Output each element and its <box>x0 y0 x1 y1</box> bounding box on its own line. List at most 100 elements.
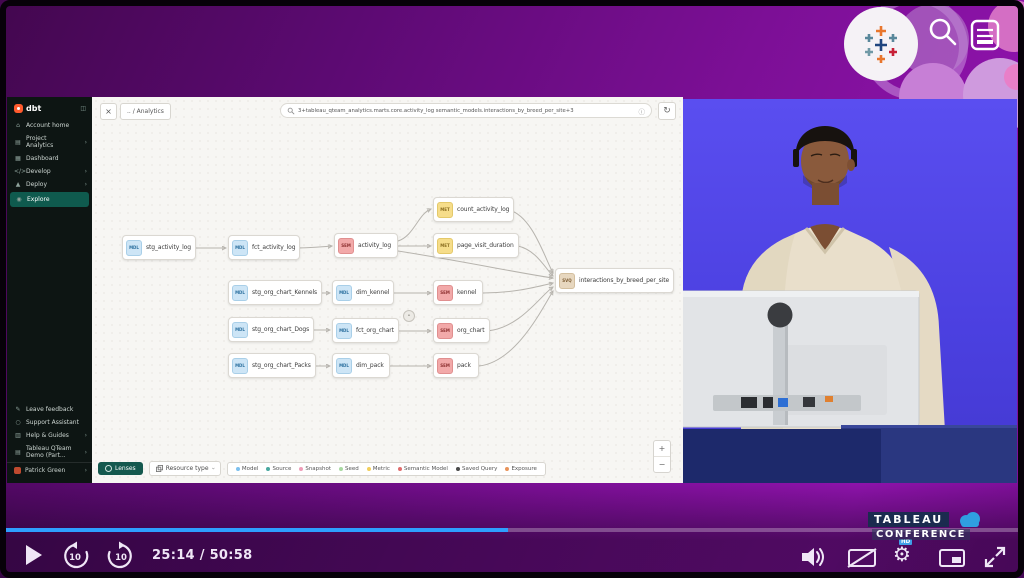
edge-expand-dot[interactable]: • <box>403 310 415 322</box>
node-type-icon-mdl: MDL <box>232 321 248 338</box>
tableau-logo[interactable] <box>844 7 918 81</box>
dbt-brand: dbt <box>26 104 42 113</box>
sidebar-item-dashboard[interactable]: ▦Dashboard <box>7 152 92 165</box>
sidebar-item-explore[interactable]: ◉Explore <box>10 192 89 207</box>
svg-text:10: 10 <box>115 553 127 563</box>
node-type-icon-sem: SEM <box>437 322 453 339</box>
legend-label: Model <box>241 465 259 472</box>
legend-dot <box>505 466 510 471</box>
legend-item-seed[interactable]: Seed <box>339 466 359 472</box>
legend-item-semantic-model[interactable]: Semantic Model <box>397 466 448 472</box>
node-label: stg_activity_log <box>146 244 191 251</box>
resource-type-label: Resource type <box>165 465 209 472</box>
breadcrumb[interactable]: .. / Analytics <box>120 103 171 120</box>
zoom-control[interactable]: + − <box>653 440 671 473</box>
sidebar-item-deploy[interactable]: ▲Deploy› <box>7 178 92 191</box>
sidebar-item-account-home[interactable]: ⌂Account home <box>7 119 92 132</box>
sidebar-collapse-icon[interactable]: ◫ <box>80 105 86 112</box>
legend-dot <box>397 466 402 471</box>
zoom-in-button[interactable]: + <box>654 441 670 457</box>
layers-icon <box>155 465 163 472</box>
menu-list-icon[interactable] <box>969 18 1001 52</box>
node-type-icon-mdl: MDL <box>232 284 248 301</box>
resource-legend: Model Source Snapshot Seed Metric Semantic Mo… <box>226 461 546 476</box>
sidebar-item-label: Support Assistant <box>26 419 79 426</box>
sidebar-item-develop[interactable]: </>Develop› <box>7 165 92 178</box>
miniplayer-icon[interactable] <box>938 548 966 568</box>
zoom-out-button[interactable]: − <box>658 460 666 469</box>
sidebar-item-patrick-green[interactable]: Patrick Green› <box>7 462 92 477</box>
forward-10-button[interactable]: 10 <box>106 541 136 571</box>
autoplay-off-icon[interactable] <box>846 547 878 569</box>
sidebar-item-help-guides[interactable]: ▥Help & Guides› <box>7 429 92 442</box>
legend-item-saved-query[interactable]: Saved Query <box>455 466 497 472</box>
chevron-right-icon: › <box>84 448 87 456</box>
sidebar-item-label: Account home <box>26 122 70 129</box>
avatar <box>14 467 21 474</box>
help-icon: ▥ <box>15 432 21 439</box>
explore-icon: ◉ <box>16 196 22 203</box>
node-label: stg_org_chart_Dogs <box>252 326 310 333</box>
dbt-app-window: dbt ◫ ⌂Account home▤Project Analytics›▦D… <box>7 97 683 483</box>
sidebar-item-support-assistant[interactable]: ○Support Assistant <box>7 416 92 429</box>
dbt-sidebar: dbt ◫ ⌂Account home▤Project Analytics›▦D… <box>7 97 92 483</box>
sidebar-item-leave-feedback[interactable]: ✎Leave feedback <box>7 403 92 416</box>
refresh-lineage-button[interactable]: ↻ <box>658 102 676 120</box>
legend-item-exposure[interactable]: Exposure <box>505 466 537 472</box>
chevron-right-icon: › <box>84 168 87 175</box>
sidebar-item-label: Leave feedback <box>26 406 74 413</box>
chevron-right-icon: › <box>84 467 87 474</box>
node-type-icon-mdl: MDL <box>336 284 352 301</box>
fullscreen-icon[interactable] <box>982 544 1008 570</box>
legend-item-snapshot[interactable]: Snapshot <box>299 466 331 472</box>
conference-badge-bottom: CONFERENCE <box>872 529 970 540</box>
lenses-label: Lenses <box>115 465 136 472</box>
podium-desk <box>683 425 1017 483</box>
webcam-ball <box>767 302 793 328</box>
legend-item-source[interactable]: Source <box>266 466 291 472</box>
lens-icon <box>105 465 112 472</box>
progress-bar[interactable] <box>6 528 1018 532</box>
node-label: fct_org_chart <box>356 327 394 334</box>
settings-gear-icon[interactable]: ⚙ <box>893 542 911 566</box>
search-icon[interactable] <box>925 14 961 50</box>
resource-type-dropdown[interactable]: Resource type › <box>148 461 221 476</box>
graph-node-dim-kennel[interactable]: MDL dim_kennel <box>332 280 395 305</box>
chevron-right-icon: › <box>84 181 87 188</box>
legend-item-metric[interactable]: Metric <box>366 466 390 472</box>
sidebar-item-label: Dashboard <box>26 155 59 162</box>
node-type-icon-mdl: MDL <box>232 357 248 374</box>
sidebar-item-label: Tableau QTeam Demo (Part... <box>26 445 72 459</box>
info-icon[interactable]: ⓘ <box>638 107 646 116</box>
node-label: activity_log <box>358 242 392 249</box>
sidebar-item-label: Project Analytics <box>26 135 54 149</box>
play-button[interactable] <box>26 545 42 565</box>
deploy-icon: ▲ <box>15 181 21 188</box>
sidebar-item-project-analytics[interactable]: ▤Project Analytics› <box>7 132 92 152</box>
sidebar-item-label: Help & Guides <box>26 432 69 439</box>
node-label: dim_kennel <box>356 289 390 296</box>
lineage-search-input[interactable]: 3+tableau_qteam_analytics.marts.core.act… <box>280 103 652 118</box>
lineage-canvas[interactable]: × .. / Analytics 3+tableau_qteam_analyti… <box>92 97 683 483</box>
legend-dot <box>299 466 304 471</box>
close-lineage-button[interactable]: × <box>100 103 117 120</box>
volume-icon[interactable] <box>800 546 828 568</box>
rewind-10-button[interactable]: 10 <box>60 541 90 571</box>
legend-item-model[interactable]: Model <box>235 465 259 472</box>
graph-node-stg-org-chart-dogs[interactable]: MDL stg_org_chart_Dogs <box>228 317 315 342</box>
sidebar-item-tableau-qteam-demo-part[interactable]: ▤Tableau QTeam Demo (Part...› <box>7 442 92 462</box>
lenses-button[interactable]: Lenses <box>98 462 143 475</box>
